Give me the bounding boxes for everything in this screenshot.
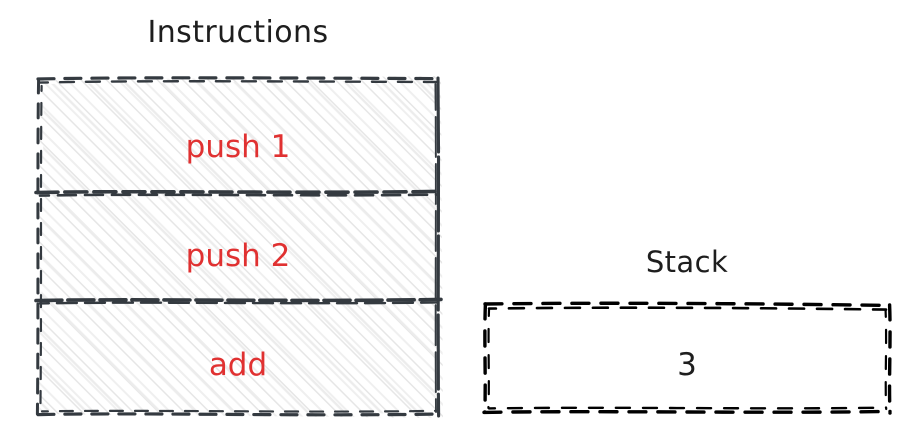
stack-cell-label-0: 3 <box>677 347 697 383</box>
instruction-cell-label-1: push 2 <box>185 238 291 274</box>
stack-cell-0[interactable] <box>484 303 890 412</box>
instruction-cell-label-0: push 1 <box>185 129 291 165</box>
instruction-cell-1[interactable] <box>38 192 438 300</box>
instruction-cell-0[interactable] <box>38 78 438 192</box>
instruction-cell-label-2: add <box>208 347 268 383</box>
instructions-panel-title: Instructions <box>147 15 329 50</box>
stack-panel-title: Stack <box>645 245 729 279</box>
instruction-cell-2[interactable] <box>38 300 438 415</box>
